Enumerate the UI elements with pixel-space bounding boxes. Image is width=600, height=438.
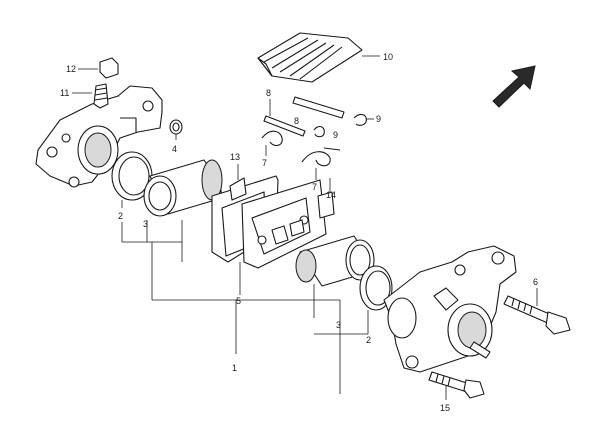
label-9-left: 9 [333, 130, 338, 140]
pad-pin-part-8-upper [263, 99, 306, 137]
label-3-right: 3 [336, 320, 341, 330]
label-5: 5 [236, 296, 241, 306]
piston-seal-part-2-right [340, 265, 393, 335]
clip-part-9-left [313, 125, 325, 138]
label-7-right: 7 [312, 182, 317, 192]
label-13: 13 [230, 152, 240, 162]
label-4: 4 [172, 144, 177, 154]
brake-pad-part-5 [211, 175, 327, 295]
label-2-left: 2 [118, 211, 123, 221]
caliper-body-left [35, 85, 163, 188]
mounting-bolt-part-6 [503, 288, 571, 335]
label-7-left: 7 [262, 158, 267, 168]
clip-part-9-right [353, 113, 374, 126]
spring-clip-part-7-left [261, 130, 283, 156]
label-8-upper: 8 [266, 88, 271, 98]
label-1: 1 [232, 363, 237, 373]
label-6: 6 [533, 277, 538, 287]
direction-arrow-icon [492, 65, 536, 108]
label-14: 14 [326, 190, 336, 200]
mounting-bolt-part-15 [428, 371, 485, 400]
label-10: 10 [383, 52, 393, 62]
shim-part-14 [317, 178, 335, 219]
label-8-lower: 8 [294, 116, 299, 126]
label-11: 11 [60, 88, 69, 98]
caliper-body-right [383, 245, 517, 373]
piston-part-3-left [143, 159, 340, 301]
spring-clip-part-7-right [301, 147, 341, 180]
label-12: 12 [66, 64, 76, 74]
label-2-right: 2 [366, 335, 371, 345]
label-3-left: 3 [143, 219, 148, 229]
label-15: 15 [440, 403, 450, 413]
shim-part-13 [229, 164, 247, 201]
pad-spring-part-10 [257, 32, 380, 83]
label-9-right: 9 [376, 114, 381, 124]
pad-pin-part-8-lower [292, 96, 345, 119]
piston-part-3-right [295, 235, 377, 394]
bleeder-valve-part-11 [72, 83, 109, 109]
bleeder-cap-part-12 [78, 57, 119, 79]
seal-part-4 [169, 119, 183, 140]
